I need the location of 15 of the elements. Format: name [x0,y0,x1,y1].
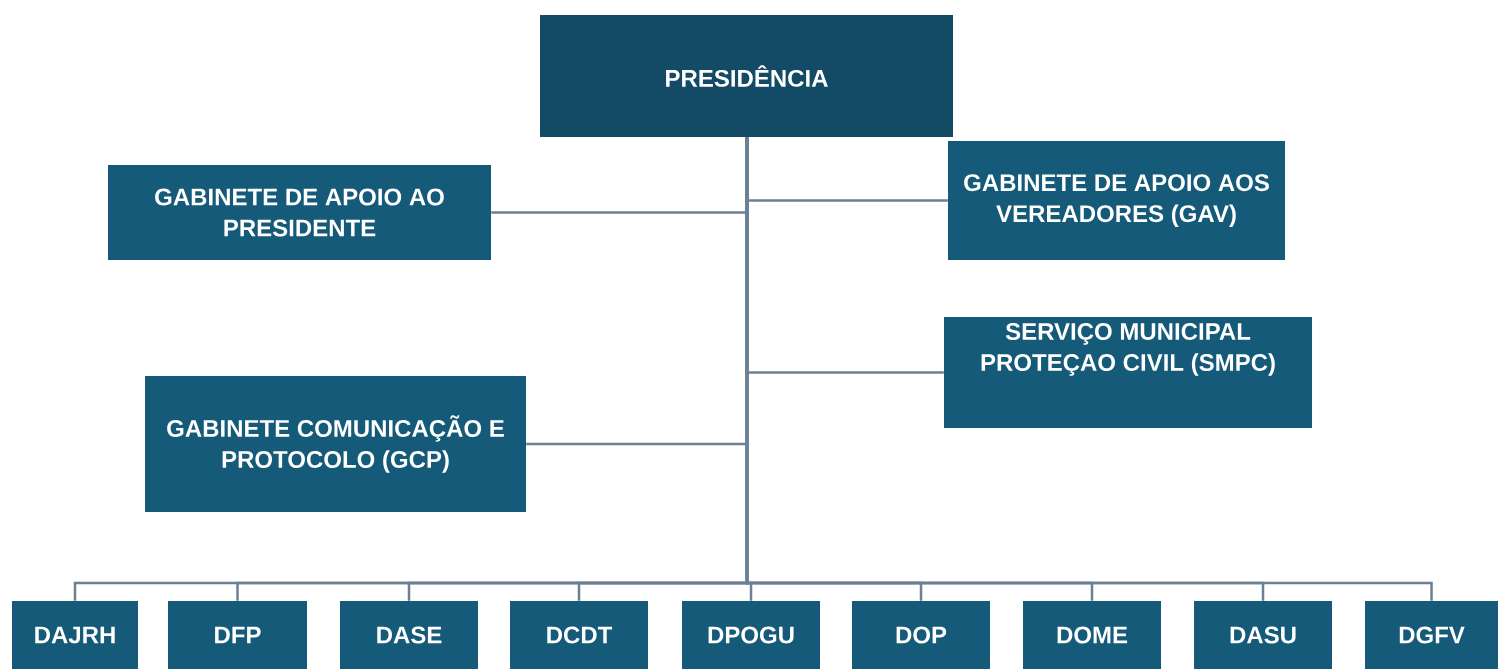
department-box: DASE [340,601,478,669]
department-box: DAJRH [12,601,138,669]
department-box: DOP [852,601,990,669]
office-box: GABINETE DE APOIO AOS VEREADORES (GAV) [948,141,1285,260]
department-box: DCDT [510,601,648,669]
department-box: DOME [1023,601,1161,669]
department-box: DPOGU [682,601,820,669]
department-box: DASU [1194,601,1332,669]
head-box: PRESIDÊNCIA [540,15,953,137]
department-box: DFP [168,601,307,669]
connector [745,137,1433,601]
department-box: DGFV [1365,601,1498,669]
office-box: SERVIÇO MUNICIPAL PROTEÇAO CIVIL (SMPC) [944,317,1312,428]
office-box: GABINETE DE APOIO AO PRESIDENTE [108,165,491,260]
office-box: GABINETE COMUNICAÇÃO E PROTOCOLO (GCP) [145,376,526,512]
